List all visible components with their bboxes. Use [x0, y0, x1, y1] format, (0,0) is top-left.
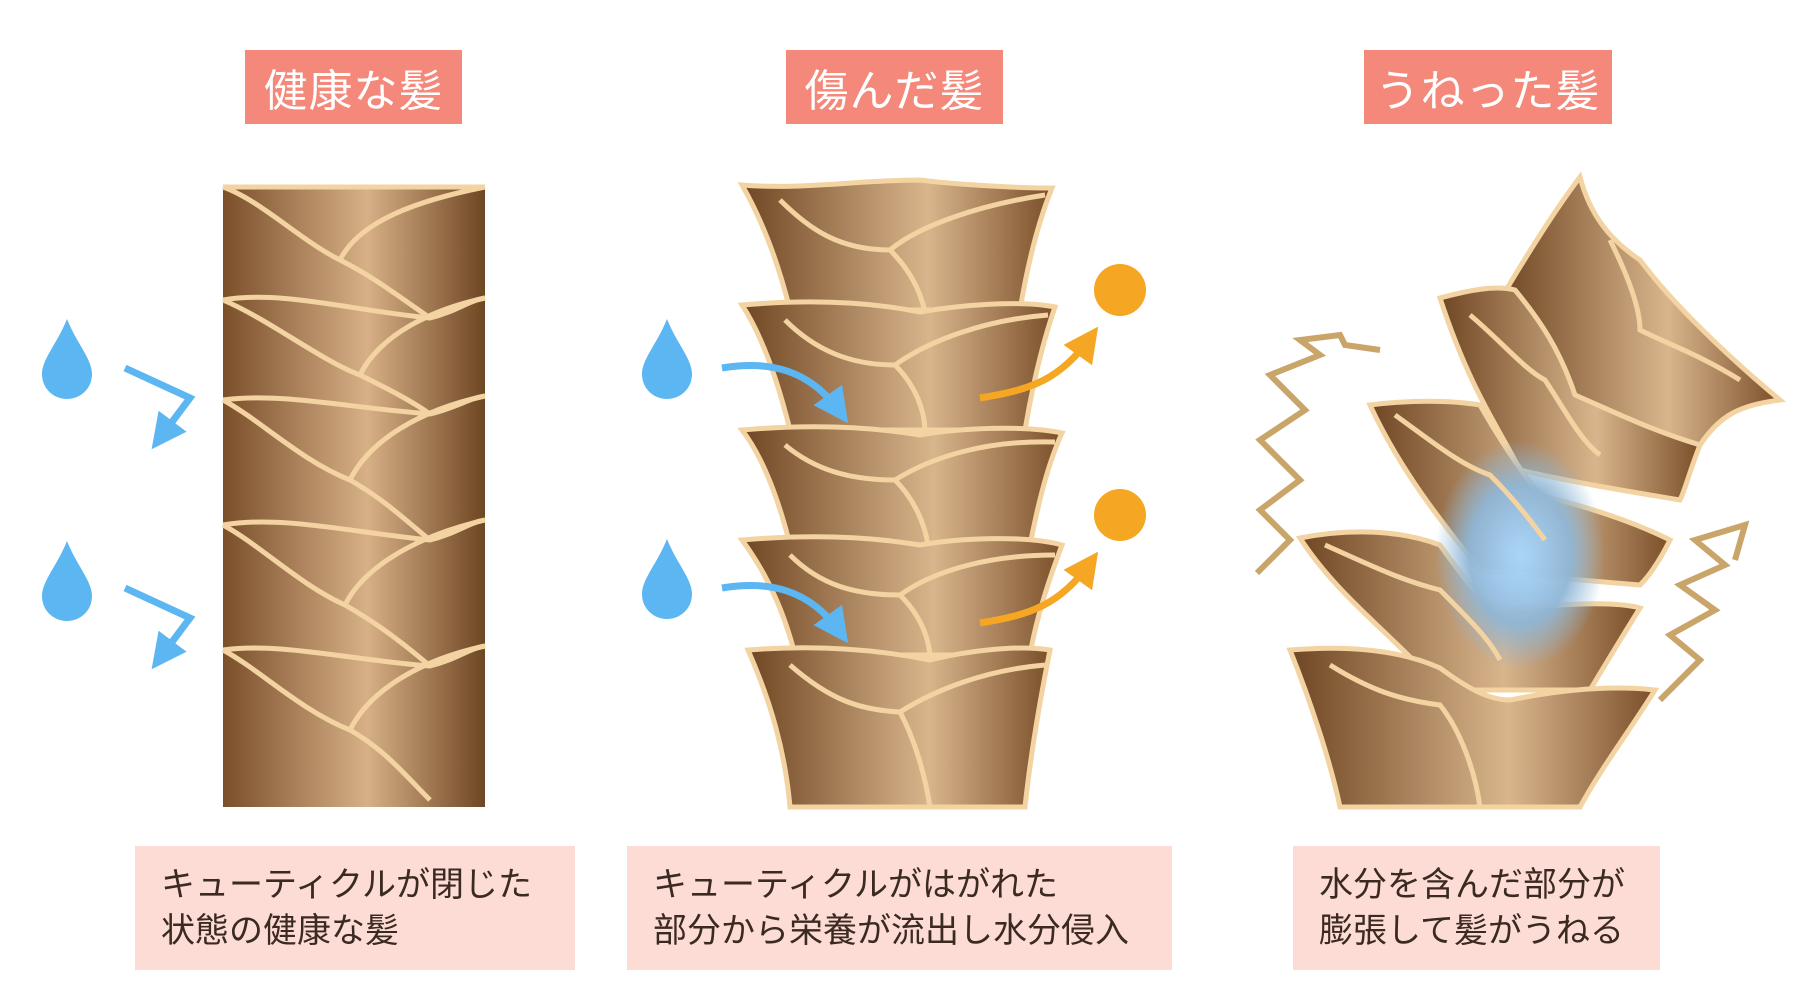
water-drop-icon: [642, 319, 692, 399]
nutrient-outflow-arrow-icon: [979, 326, 1099, 402]
damaged-hair-shaft: [737, 177, 1066, 810]
caption-damaged-hair: キューティクルがはがれた 部分から栄養が流出し水分侵入: [627, 846, 1172, 970]
deflect-arrow-icon: [123, 364, 196, 450]
caption-frizzy-hair: 水分を含んだ部分が 膨張して髪がうねる: [1293, 846, 1660, 970]
healthy-water-drops: [42, 319, 92, 621]
zigzag-stress-icon: [1657, 520, 1750, 703]
title-healthy-hair-text: 健康な髪: [263, 66, 444, 117]
damaged-outflow-arrows: [979, 326, 1099, 627]
frizzy-hair-shaft: [1286, 171, 1787, 810]
caption-frizzy-line-2: 膨張して髪がうねる: [1319, 911, 1624, 951]
water-inflow-arrow-icon: [721, 582, 849, 644]
title-damaged-hair-text: 傷んだ髪: [804, 66, 985, 117]
title-frizzy-hair-text: うねった髪: [1375, 66, 1601, 117]
caption-damaged-line-1: キューティクルがはがれた: [653, 865, 1058, 905]
nutrient-outflow-arrow-icon: [979, 551, 1099, 627]
stress-zigzags: [1254, 331, 1750, 703]
title-damaged-hair: 傷んだ髪: [786, 50, 1003, 124]
title-healthy-hair: 健康な髪: [245, 50, 462, 124]
hair-illustration: [42, 171, 1787, 810]
absorbed-water-glow: [1435, 440, 1605, 670]
water-drop-icon: [42, 541, 92, 621]
nutrient-dots: [1094, 264, 1146, 541]
nutrient-dot-icon: [1094, 264, 1146, 316]
damaged-inflow-arrows: [721, 362, 849, 644]
water-inflow-arrow-icon: [721, 362, 849, 424]
caption-healthy-hair: キューティクルが閉じた 状態の健康な髪: [135, 846, 575, 970]
title-frizzy-hair: うねった髪: [1364, 50, 1612, 124]
water-drop-icon: [42, 319, 92, 399]
healthy-deflect-arrows: [123, 364, 196, 670]
damaged-water-drops: [642, 319, 692, 619]
caption-damaged-line-2: 部分から栄養が流出し水分侵入: [653, 911, 1129, 951]
caption-healthy-line-2: 状態の健康な髪: [161, 911, 399, 951]
caption-healthy-line-1: キューティクルが閉じた: [161, 865, 532, 905]
zigzag-stress-icon: [1254, 331, 1381, 576]
water-drop-icon: [642, 539, 692, 619]
deflect-arrow-icon: [123, 584, 196, 670]
healthy-hair-shaft: [221, 184, 486, 807]
caption-frizzy-line-1: 水分を含んだ部分が: [1319, 865, 1625, 905]
nutrient-dot-icon: [1094, 489, 1146, 541]
